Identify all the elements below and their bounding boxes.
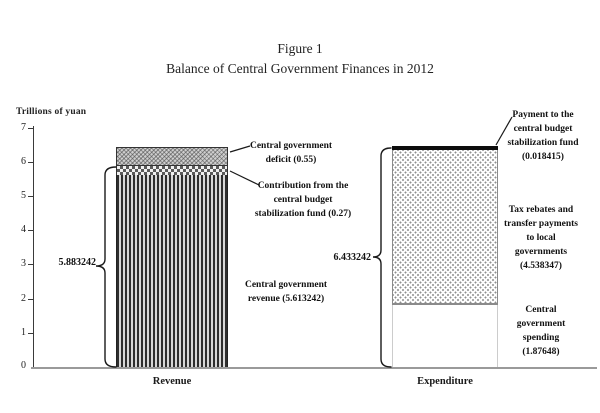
y-tick-label-3: 3: [21, 258, 26, 269]
revenue-annotation: Central government revenue (5.613242): [244, 280, 328, 304]
revenue-bar-contribution-segment: [116, 166, 228, 175]
y-axis-line: [33, 126, 34, 368]
expenditure-bar-tax-rebates-segment: [392, 150, 498, 305]
y-tick-mark: [28, 333, 33, 334]
y-tick-label-5: 5: [21, 190, 26, 201]
y-tick-label-7: 7: [21, 122, 26, 133]
y-tick-label-4: 4: [21, 224, 26, 235]
deficit-annotation: Central government deficit (0.55): [249, 141, 333, 165]
revenue-bar-deficit-segment: [116, 147, 228, 166]
y-tick-mark: [28, 264, 33, 265]
tax-rebates-annotation: Tax rebates and transfer payments to loc…: [504, 205, 578, 271]
y-tick-mark: [28, 162, 33, 163]
spending-annotation: Central government spending (1.87648): [516, 305, 566, 357]
y-tick-mark: [28, 299, 33, 300]
y-axis-unit-label: Trillions of yuan: [16, 107, 87, 117]
y-tick-mark: [28, 230, 33, 231]
expenditure-bar-payment-segment: [392, 146, 498, 150]
y-tick-label-2: 2: [21, 293, 26, 304]
payment-annotation: Payment to the central budget stabilizat…: [507, 110, 579, 162]
figure-subtitle: Balance of Central Government Finances i…: [166, 61, 434, 76]
revenue-total-value: 5.883242: [58, 257, 97, 268]
x-label-revenue: Revenue: [152, 376, 192, 387]
expenditure-bar-spending-segment: [392, 305, 498, 367]
revenue-total-brace: [95, 166, 117, 368]
expenditure-total-value: 6.433242: [333, 252, 372, 263]
figure-title: Figure 1: [277, 41, 323, 56]
y-tick-label-0: 0: [21, 360, 26, 371]
y-tick-mark: [28, 128, 33, 129]
y-tick-label-1: 1: [21, 327, 26, 338]
y-tick-label-6: 6: [21, 156, 26, 167]
revenue-bar-revenue-segment: [116, 175, 228, 367]
x-axis-baseline: [31, 367, 597, 369]
x-label-expenditure: Expenditure: [417, 376, 473, 387]
y-tick-mark: [28, 196, 33, 197]
expenditure-total-brace: [372, 147, 392, 368]
contribution-annotation: Contribution from the central budget sta…: [254, 181, 352, 219]
